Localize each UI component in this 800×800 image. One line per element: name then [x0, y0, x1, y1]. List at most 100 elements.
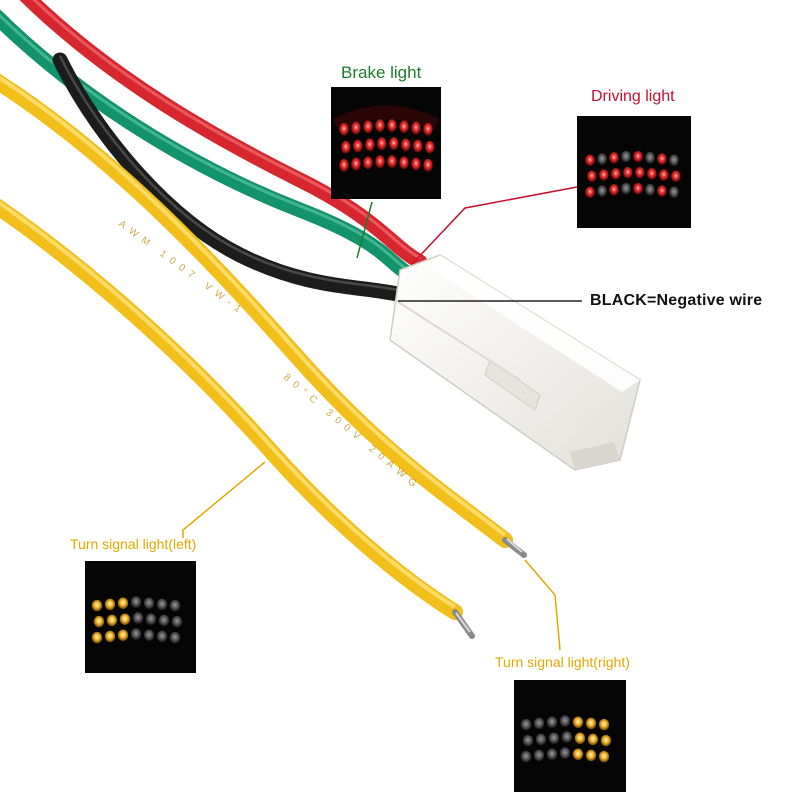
turn-right-led	[574, 732, 586, 744]
turn-left-led	[156, 598, 168, 611]
turn-right-led	[546, 716, 558, 728]
driving-led	[671, 170, 681, 182]
turn-right-photo	[514, 680, 626, 792]
brake-led	[351, 121, 361, 135]
left-callout-line	[182, 461, 266, 538]
driving-led	[633, 150, 643, 163]
turn-right-led	[561, 731, 573, 743]
turn-left-led	[130, 628, 142, 640]
driving-led	[585, 154, 595, 166]
driving-led	[587, 170, 597, 182]
turn-right-led	[585, 717, 597, 730]
turn-left-led	[132, 612, 144, 624]
driving-callout-line	[411, 186, 578, 265]
turn-left-led	[119, 613, 131, 625]
brake-light-photo	[331, 87, 441, 199]
driving-led	[585, 186, 595, 198]
brake-led	[387, 155, 397, 169]
red-wire	[19, 0, 428, 270]
driving-led	[645, 152, 655, 164]
brake-led	[387, 119, 397, 133]
turn-right-led	[533, 749, 545, 762]
brake-led	[341, 140, 351, 154]
brake-led	[339, 122, 349, 136]
brake-light-label: Brake light	[341, 63, 422, 82]
driving-led	[657, 153, 667, 165]
turn-right-led	[587, 733, 599, 746]
driving-led	[647, 168, 657, 180]
brake-led	[363, 120, 373, 134]
turn-right-led	[533, 717, 545, 730]
turn-left-led	[106, 614, 118, 627]
turn-right-led	[548, 732, 560, 744]
turn-right-led	[598, 718, 610, 731]
turn-right-led	[522, 734, 534, 747]
turn-left-led	[93, 615, 105, 628]
turn-left-photo	[85, 561, 196, 673]
turn-left-led	[104, 598, 116, 611]
turn-left-led	[117, 629, 129, 641]
turn-right-led	[572, 716, 584, 728]
brake-led	[411, 121, 421, 135]
turn-left-led	[91, 631, 103, 644]
driving-led	[669, 186, 679, 198]
turn-left-led	[143, 629, 155, 641]
brake-led	[363, 156, 373, 170]
turn-right-led	[546, 748, 558, 760]
negative-wire-label: BLACK=Negative wire	[590, 292, 763, 309]
driving-led	[597, 153, 607, 165]
turn-right-led	[585, 749, 597, 762]
driving-led	[609, 184, 619, 196]
brake-led	[389, 137, 399, 151]
turn-right-led	[572, 748, 584, 760]
turn-left-led	[104, 630, 116, 643]
turn-left-led	[117, 597, 129, 609]
turn-right-led	[520, 750, 532, 763]
turn-left-led	[156, 630, 168, 643]
yellow-wire-left	[0, 198, 463, 620]
right-callout-line	[524, 559, 561, 651]
driving-led	[633, 182, 643, 195]
driving-led	[621, 150, 631, 163]
black-wire	[52, 52, 416, 304]
brake-led	[401, 138, 411, 152]
driving-led	[611, 168, 621, 180]
turn-left-led	[169, 599, 181, 612]
turn-right-led	[559, 747, 571, 759]
driving-led	[659, 169, 669, 181]
brake-led	[423, 122, 433, 136]
turn-right-led	[598, 750, 610, 763]
turn-left-led	[130, 596, 142, 608]
brake-led	[375, 119, 385, 133]
driving-led	[669, 154, 679, 166]
driving-light-label: Driving light	[591, 88, 675, 105]
driving-light-photo	[577, 116, 691, 228]
brake-callout-line	[356, 201, 373, 259]
brake-led	[413, 139, 423, 153]
turn-left-led	[171, 615, 183, 628]
turn-right-led	[559, 715, 571, 727]
yellow-wire-right	[0, 73, 513, 548]
brake-led	[377, 137, 387, 151]
driving-led	[645, 184, 655, 196]
turn-right-led	[600, 734, 612, 747]
brake-led	[411, 157, 421, 171]
brake-led	[351, 157, 361, 171]
brake-led	[365, 138, 375, 152]
turn-left-led	[91, 599, 103, 612]
turn-left-led	[145, 613, 157, 625]
turn-left-led	[169, 631, 181, 644]
brake-led	[399, 120, 409, 134]
turn-right-led	[520, 718, 532, 731]
turn-left-led	[158, 614, 170, 627]
driving-led	[597, 185, 607, 197]
driving-led	[599, 169, 609, 181]
turn-left-led	[143, 597, 155, 609]
driving-led	[623, 166, 633, 179]
driving-led	[621, 182, 631, 195]
brake-led	[425, 140, 435, 154]
connector	[389, 254, 641, 471]
brake-led	[423, 158, 433, 172]
wire-tip-right	[502, 537, 527, 558]
